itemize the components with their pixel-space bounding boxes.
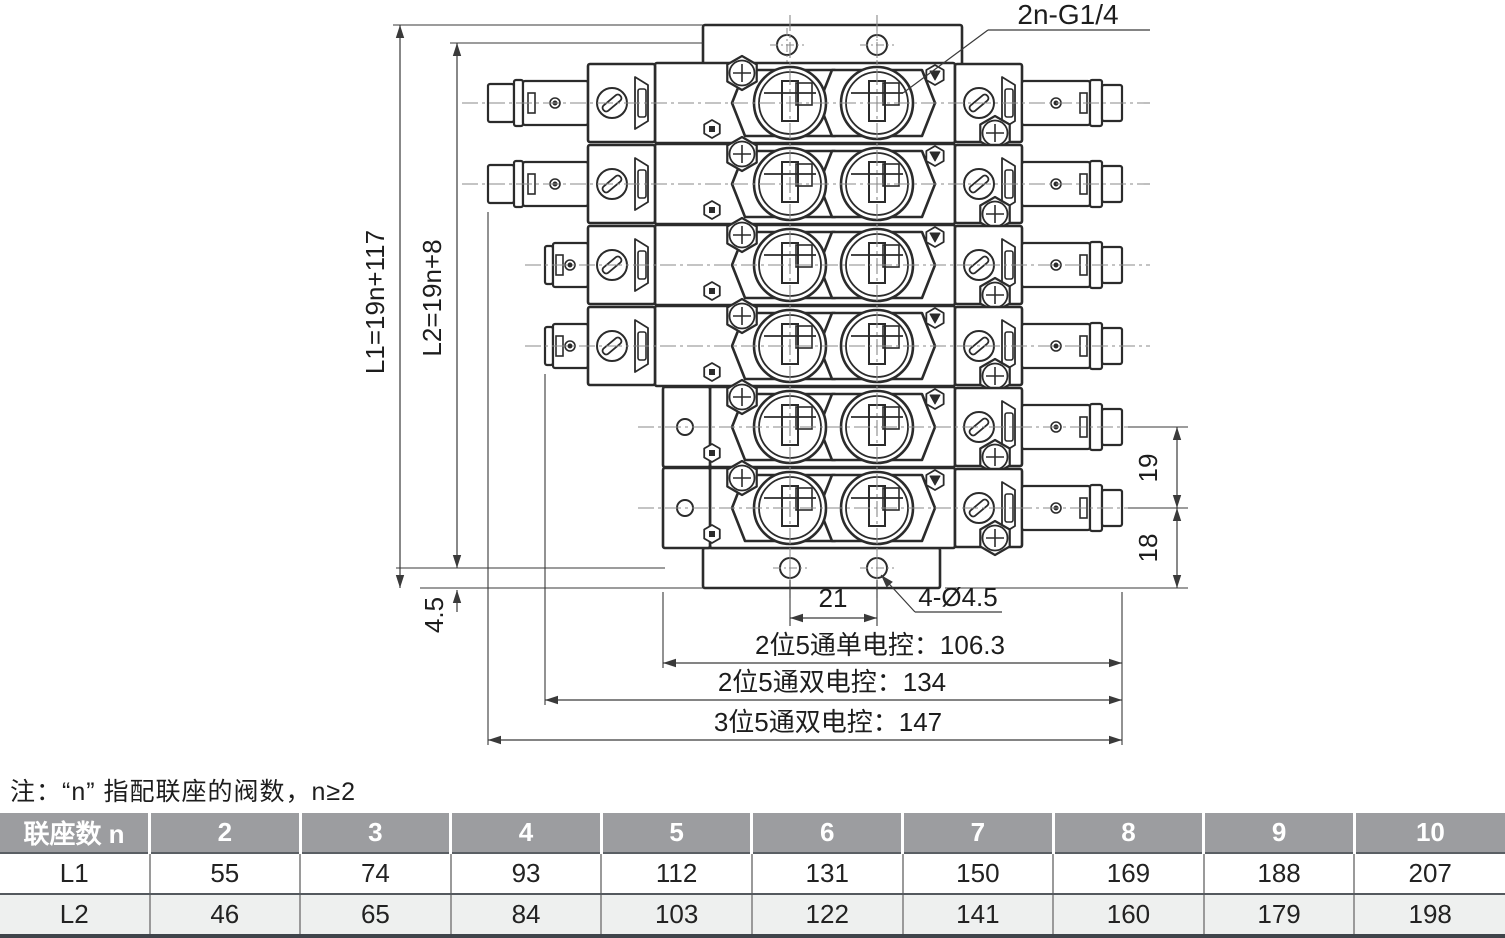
cell-l1-n9: 188 [1202,853,1355,895]
cell-l2-n9: 179 [1202,894,1355,938]
header-cell-n5: 5 [599,813,752,854]
header-cell-n9: 9 [1202,813,1355,854]
valve-manifold-technical-drawing: L1=19n+117 L2=19n+8 4.5 19 18 21 4-Ø4.5 2n-G1/4… [360,0,1188,745]
cell-l2-n10: 198 [1353,894,1505,938]
top-mounting-plate [701,23,964,67]
cell-l1-n10: 207 [1353,853,1505,895]
dim-label-double-3pos5way: 3位5通双电控：147 [714,707,942,737]
cell-l2-n6: 122 [750,894,903,938]
cell-l2-n5: 103 [600,894,752,938]
header-cell-n3: 3 [298,813,451,854]
row-label-l2: L2 [0,894,150,938]
cell-l1-n8: 169 [1052,853,1204,895]
dimensions [393,24,1188,745]
dim-label-l1: L1=19n+117 [360,230,390,374]
row-label-l1: L1 [0,853,150,895]
header-cell-n8: 8 [1051,813,1204,854]
cell-l2-n3: 65 [299,894,451,938]
cell-l2-n8: 160 [1052,894,1204,938]
cell-l1-n2: 55 [148,853,301,895]
hole-callout-label: 4-Ø4.5 [918,582,998,612]
cell-l2-n2: 46 [148,894,301,938]
cell-l2-n4: 84 [449,894,602,938]
header-cell-label: 联座数 n [0,813,150,854]
cell-l1-n5: 112 [600,853,752,895]
header-cell-n4: 4 [449,813,602,854]
dim-label-single-2pos5way: 2位5通单电控：106.3 [755,630,1005,660]
cell-l1-n4: 93 [449,853,602,895]
cell-l2-n7: 141 [901,894,1054,938]
dim-label-l2: L2=19n+8 [417,239,447,356]
header-cell-n10: 10 [1352,813,1505,854]
header-cell-n2: 2 [148,813,301,854]
bottom-mounting-plate [701,546,942,590]
port-callout-label: 2n-G1/4 [1017,0,1118,30]
dim-label-4-5: 4.5 [419,597,449,633]
dim-label-19: 19 [1133,454,1163,483]
centerlines [462,15,1150,600]
manifold-assembly [393,15,1188,745]
dim-label-21: 21 [819,583,848,613]
header-cell-n7: 7 [901,813,1054,854]
dim-label-double-2pos5way: 2位5通双电控：134 [718,667,946,697]
header-cell-n6: 6 [750,813,903,854]
cell-l1-n3: 74 [299,853,451,895]
drawing-note: 注：“n” 指配联座的阀数，n≥2 [10,778,357,806]
cell-l1-n6: 131 [750,853,903,895]
dim-label-18: 18 [1133,534,1163,563]
cell-l1-n7: 150 [901,853,1054,895]
